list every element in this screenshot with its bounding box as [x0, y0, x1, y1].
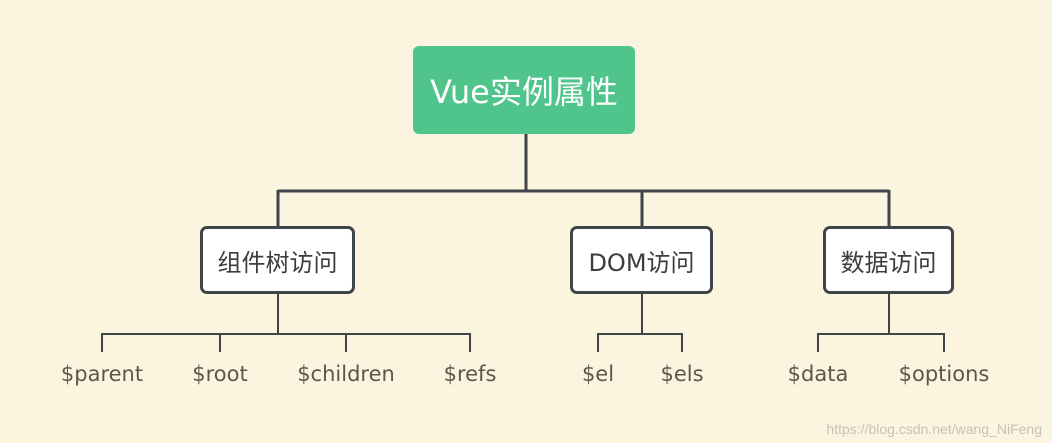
leaf-options: $options [898, 362, 990, 386]
category-node-dom: DOM访问 [570, 226, 713, 294]
category-node-component-tree: 组件树访问 [200, 226, 355, 294]
leaf-refs: $refs [443, 362, 497, 386]
leaf-root: $root [192, 362, 248, 386]
leaf-els: $els [660, 362, 704, 386]
root-node: Vue实例属性 [413, 46, 635, 134]
leaf-parent: $parent [60, 362, 144, 386]
watermark: https://blog.csdn.net/wang_NiFeng [826, 421, 1042, 437]
leaf-data: $data [787, 362, 849, 386]
category-node-data: 数据访问 [823, 226, 954, 294]
leaf-el: $el [581, 362, 615, 386]
leaf-children: $children [297, 362, 395, 386]
